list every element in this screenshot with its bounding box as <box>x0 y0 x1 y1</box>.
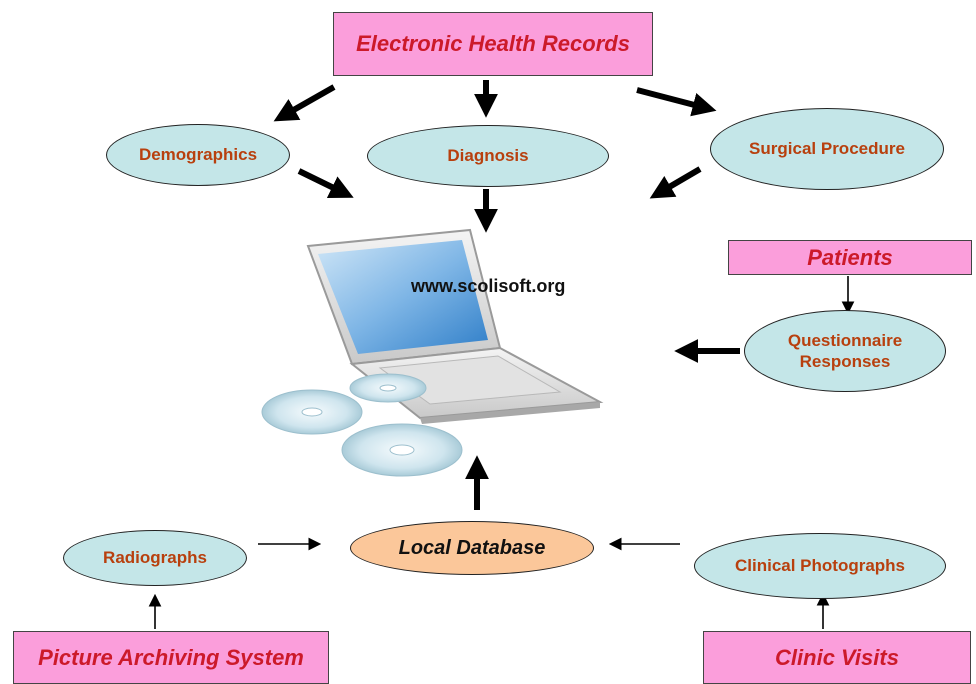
local-database-node: Local Database <box>350 521 594 575</box>
diagnosis-label: Diagnosis <box>447 146 529 166</box>
local-database-label: Local Database <box>398 536 546 559</box>
arrow-ehr-to-demographics <box>273 84 336 122</box>
website-url: www.scolisoft.org <box>411 276 566 296</box>
questionnaire-label-line1: Questionnaire <box>787 330 903 350</box>
patients-box: Patients <box>728 240 972 275</box>
clinic-visits-box: Clinic Visits <box>703 631 971 684</box>
surgical-procedure-node: Surgical Procedure <box>710 108 944 190</box>
disc-3 <box>341 423 463 477</box>
radiographs-node: Radiographs <box>63 530 247 586</box>
demographics-label: Demographics <box>138 145 258 165</box>
pacs-box: Picture Archiving System <box>13 631 329 684</box>
clinical-photographs-node: Clinical Photographs <box>694 533 946 599</box>
laptop-illustration <box>261 228 604 477</box>
disc-1 <box>349 373 427 403</box>
clinical-photographs-label: Clinical Photographs <box>734 556 906 576</box>
arrow-demographics-to-laptop <box>297 168 354 198</box>
ehr-box: Electronic Health Records <box>333 12 653 76</box>
questionnaire-label-line2: Responses <box>799 352 891 371</box>
arrow-ehr-to-surgical <box>636 87 717 117</box>
demographics-node: Demographics <box>106 124 290 186</box>
surgical-procedure-label: Surgical Procedure <box>749 139 905 159</box>
diagnosis-node: Diagnosis <box>367 125 609 187</box>
disc-2 <box>261 389 363 435</box>
arrow-surgical-to-laptop <box>649 166 702 199</box>
radiographs-label: Radiographs <box>103 548 207 568</box>
questionnaire-node: Questionnaire Responses <box>744 310 946 392</box>
